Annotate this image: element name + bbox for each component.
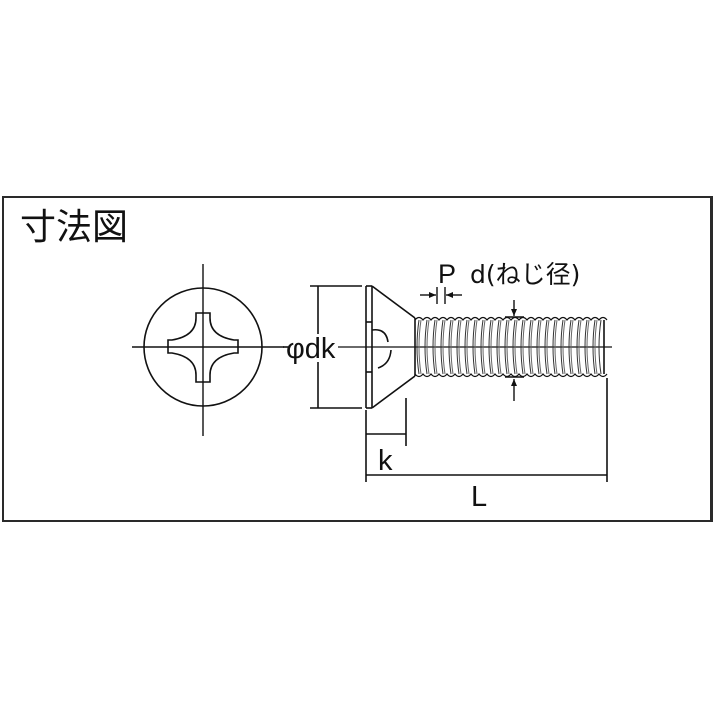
label-thread-diameter: d(ねじ径) xyxy=(470,260,580,289)
thread-pattern xyxy=(414,316,608,378)
label-pitch: P xyxy=(438,259,456,289)
thread-crest-bottom xyxy=(414,373,608,378)
thread-crest-top xyxy=(414,316,608,321)
diagram-frame xyxy=(2,196,713,522)
label-head-height: k xyxy=(378,445,393,477)
dimension-thread-diameter xyxy=(505,300,524,401)
diagram-title: 寸法図 xyxy=(20,207,129,248)
head-top-view xyxy=(132,264,284,436)
dimension-k xyxy=(365,398,407,482)
dimension-dk xyxy=(283,285,362,409)
dimension-length xyxy=(366,378,608,482)
thread-lines xyxy=(416,319,602,375)
dimension-pitch xyxy=(420,287,462,304)
label-head-diameter: φdk xyxy=(286,333,336,365)
phillips-cross-recess-icon xyxy=(167,312,239,383)
label-length: L xyxy=(471,481,487,513)
